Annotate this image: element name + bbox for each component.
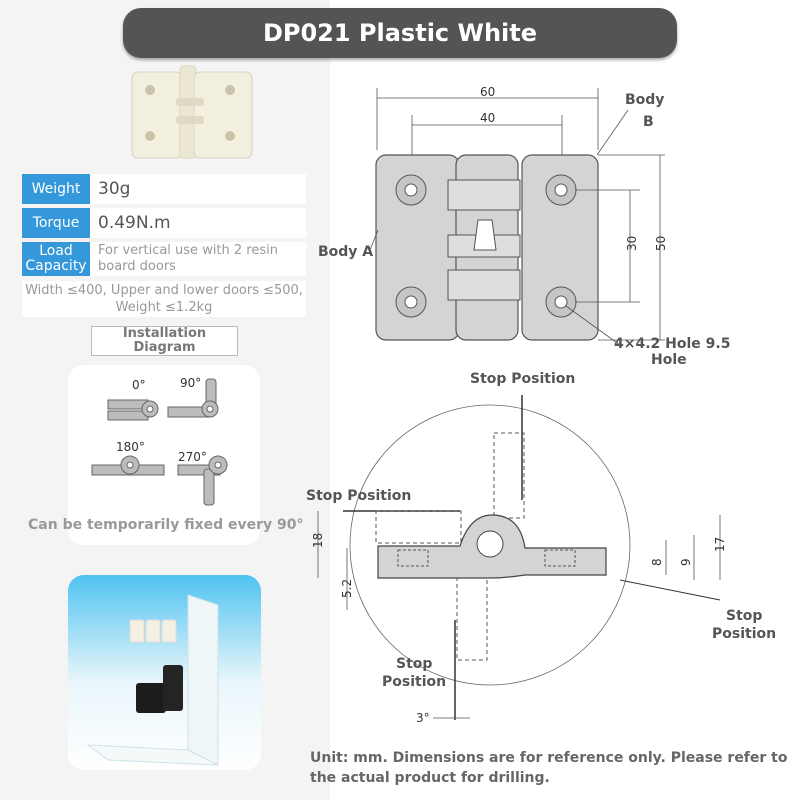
top-view-drawing: 60 40 30 50 Body B Bod [318, 85, 730, 368]
unit-note: Unit: mm. Dimensions are for reference o… [310, 750, 788, 786]
installation-photo [68, 575, 261, 770]
stop-position-top: Stop Position [470, 371, 575, 387]
spec-row-torque: Torque 0.49N.m [22, 208, 306, 238]
stop-position-left: Stop Position [306, 488, 411, 504]
dimension-50: 50 [654, 236, 668, 251]
angle-label-180: 180° [116, 440, 145, 454]
rotation-angles-card: 0° 90° 180° 270° [68, 365, 260, 545]
stop-position-right-2: Position [712, 626, 776, 642]
body-a-label: Body A [318, 244, 373, 260]
side-view-drawing: 18 5.2 8 9 17 3° Stop Position Stop Posi… [306, 371, 776, 725]
spec-label: Load Capacity [22, 242, 90, 276]
left-panel: Weight 30g Torque 0.49N.m Load Capacity … [0, 0, 330, 800]
hole-spec-label-2: Hole [651, 352, 687, 368]
spec-row-load-capacity: Load Capacity For vertical use with 2 re… [22, 242, 306, 276]
dimension-3-degree: 3° [416, 711, 430, 725]
spec-label: Weight [22, 174, 90, 204]
angles-caption: Can be temporarily fixed every 90° [28, 517, 304, 533]
body-b-label-2: B [643, 114, 654, 130]
spec-value: 30g [98, 179, 131, 199]
spec-value: For vertical use with 2 resin board door… [98, 243, 278, 274]
angle-label-90: 90° [180, 376, 201, 390]
dimension-30: 30 [625, 236, 639, 251]
angle-label-270: 270° [178, 450, 207, 464]
hinge-0-degree-icon [107, 399, 159, 421]
hole-spec-label: 4×4.2 Hole 9.5 [614, 336, 730, 352]
technical-drawing: 60 40 30 50 Body B Bod [306, 85, 776, 725]
rotation-angles-diagram: 0° 90° 180° 270° [91, 376, 228, 506]
stop-position-bottom-2: Position [382, 674, 446, 690]
hinge-180-degree-icon [91, 455, 165, 476]
dimension-60: 60 [480, 85, 495, 99]
body-b-label: Body [625, 92, 664, 108]
dimension-17: 17 [713, 537, 727, 552]
dimension-18: 18 [311, 533, 325, 548]
installation-diagram-button[interactable]: Installation Diagram [91, 326, 238, 356]
spec-row-weight: Weight 30g [22, 174, 306, 204]
stop-position-right: Stop [726, 608, 762, 624]
hinge-90-degree-icon [167, 378, 219, 418]
page-title: DP021 Plastic White [123, 8, 677, 58]
angle-label-0: 0° [132, 378, 146, 392]
dimension-5-2: 5.2 [340, 579, 354, 598]
stop-position-bottom: Stop [396, 656, 432, 672]
hinge-270-degree-icon [177, 455, 228, 506]
spec-note-row: Width ≤400, Upper and lower doors ≤500, … [22, 281, 306, 317]
spec-note: Width ≤400, Upper and lower doors ≤500, … [25, 283, 303, 315]
spec-value: 0.49N.m [98, 213, 171, 233]
spec-label: Torque [22, 208, 90, 238]
hinge-product-photo [131, 65, 253, 159]
dimension-40: 40 [480, 111, 495, 125]
dimension-9: 9 [679, 558, 693, 566]
dimension-8: 8 [650, 558, 664, 566]
